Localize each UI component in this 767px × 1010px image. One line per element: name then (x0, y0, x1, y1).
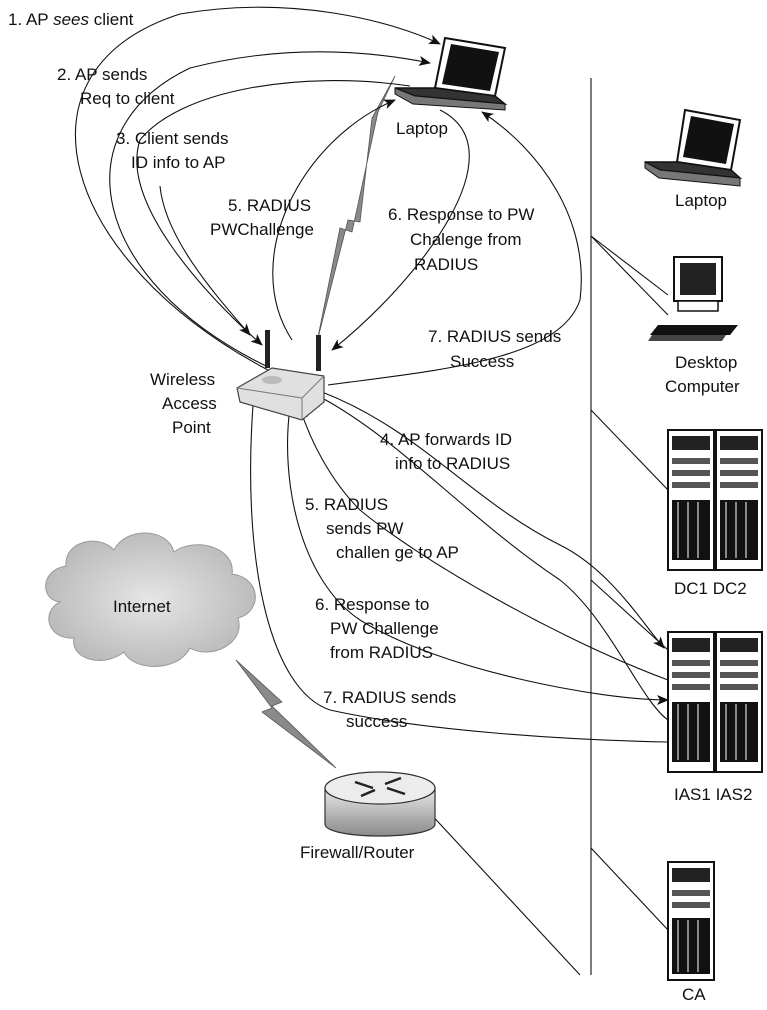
wired-laptop-icon (644, 108, 743, 187)
arrow-6b-response (287, 407, 669, 705)
arrow-4-forward-id (321, 391, 665, 649)
step-5a-label-line1: 5. RADIUS (228, 196, 311, 215)
step-6b-label-line3: from RADIUS (330, 643, 433, 662)
step-6a-label-line3: RADIUS (414, 255, 478, 274)
dc-drop-line (590, 409, 669, 491)
desktop-computer-icon (648, 256, 738, 341)
arrow-3b-client-to-ap (159, 185, 251, 336)
arrow-6a-response (331, 109, 470, 351)
dc-servers-icon (667, 429, 763, 571)
step-4-label-line2: info to RADIUS (395, 454, 510, 473)
desktop-label-line2: Computer (665, 377, 740, 396)
step-6a-label-line2: Chalenge from (410, 230, 522, 249)
arrow-2-req-to-client (109, 51, 431, 367)
desktop-drop-line (590, 235, 669, 296)
ca-drop-line (590, 847, 669, 931)
step-1-label: 1. AP sees client (8, 10, 134, 29)
step-2-label-line1: 2. AP sends (57, 65, 147, 84)
step-6b-label-line1: 6. Response to (315, 595, 429, 614)
dc2-server-icon (715, 429, 763, 571)
ca-server-label: CA (682, 985, 706, 1004)
arrow-5b-challenge-to-ap (298, 407, 669, 681)
step-5b-label-line2: sends PW (326, 519, 403, 538)
dc-servers-label: DC1 DC2 (674, 579, 747, 598)
client-laptop-label: Laptop (396, 119, 448, 138)
arrow-7a-success (327, 111, 582, 386)
internet-link-router (235, 659, 337, 769)
step-7b-label-line1: 7. RADIUS sends (323, 688, 456, 707)
flow-arrows (74, 6, 669, 743)
firewall-router-icon (324, 771, 436, 837)
dc1-server-icon (667, 429, 715, 571)
step-4-label-line1: 4. AP forwards ID (380, 430, 512, 449)
network-backbone (414, 78, 669, 976)
device-labels: Laptop Wireless Access Point Laptop Desk… (113, 119, 752, 1004)
arrow-3-client-to-ap (136, 80, 411, 346)
step-6b-label-line2: PW Challenge (330, 619, 439, 638)
step-7b-label-line2: success (346, 712, 407, 731)
desktop-label-line1: Desktop (675, 353, 737, 372)
access-point-label-line2: Access (162, 394, 217, 413)
firewall-to-backbone-line (414, 796, 581, 976)
firewall-router-label: Firewall/Router (300, 843, 415, 862)
step-3-label-line1: 3. Client sends (116, 129, 228, 148)
laptop-drop-line (590, 235, 669, 316)
access-point-label-line1: Wireless (150, 370, 215, 389)
ias1-server-icon (667, 631, 715, 773)
internet-label: Internet (113, 597, 171, 616)
wired-laptop-label: Laptop (675, 191, 727, 210)
step-3-label-line2: ID info to AP (131, 153, 226, 172)
step-5b-label-line3: challen ge to AP (336, 543, 459, 562)
ias-servers-label: IAS1 IAS2 (674, 785, 752, 804)
arrow-5a-pw-challenge (272, 99, 396, 341)
step-7a-label-line2: Success (450, 352, 514, 371)
step-labels: 1. AP sees client 2. AP sends Req to cli… (8, 10, 561, 731)
step-5a-label-line2: PWChallenge (210, 220, 314, 239)
internet-cloud-icon (45, 532, 256, 667)
step-7a-label-line1: 7. RADIUS sends (428, 327, 561, 346)
arrow-7b-success (248, 391, 669, 743)
access-point-label-line3: Point (172, 418, 211, 437)
ca-server-icon (667, 861, 715, 981)
access-point-icon (236, 330, 325, 421)
ias2-server-icon (715, 631, 763, 773)
wireless-link-ap-laptop (316, 75, 396, 343)
client-laptop-icon (394, 36, 508, 111)
arrow-1-ap-sees-client (74, 6, 441, 371)
ias-servers-icon (667, 631, 763, 773)
step-6a-label-line1: 6. Response to PW (388, 205, 534, 224)
step-5b-label-line1: 5. RADIUS (305, 495, 388, 514)
arrow-4b-line (321, 397, 669, 721)
step-2-label-line2: Req to client (80, 89, 175, 108)
